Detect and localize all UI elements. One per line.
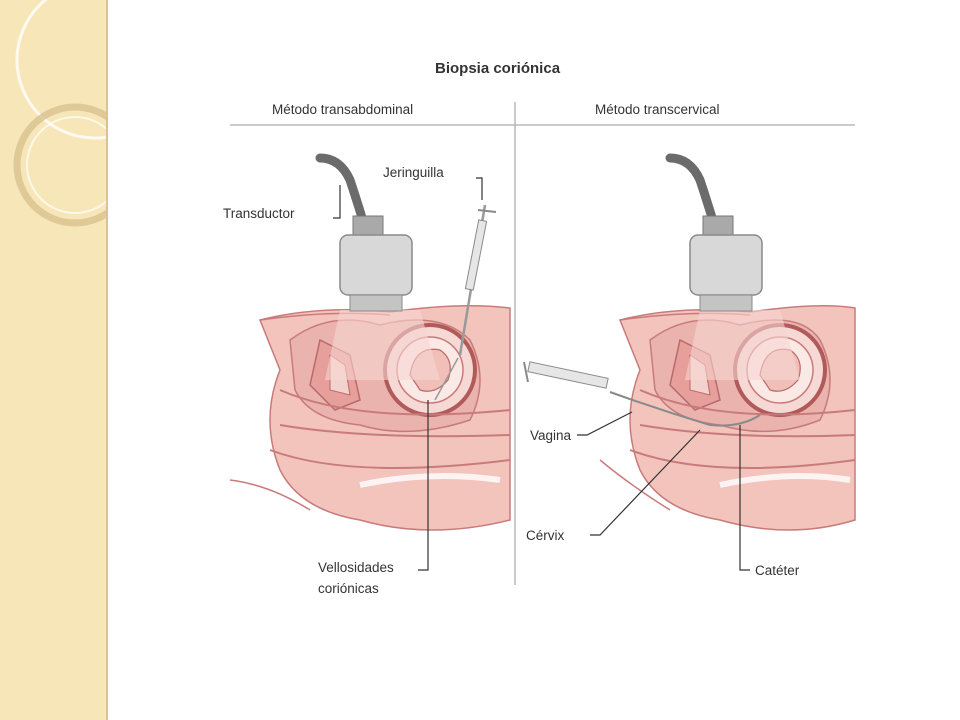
left-heading: Método transabdominal: [272, 102, 414, 117]
biopsy-diagram: Biopsia coriónica Método transabdominal …: [210, 40, 860, 610]
left-panel-anatomy: [229, 305, 511, 531]
decorative-circles: [13, 0, 106, 227]
right-panel-anatomy: [599, 305, 856, 531]
left-syringe: [434, 204, 497, 401]
label-cateter: Catéter: [755, 563, 800, 578]
label-cervix: Cérvix: [526, 528, 565, 543]
label-transductor: Transductor: [223, 206, 295, 221]
slide-sidebar: [0, 0, 108, 720]
label-jeringuilla: Jeringuilla: [383, 165, 444, 180]
right-catheter-syringe: [523, 361, 761, 427]
left-transducer: [315, 153, 413, 312]
label-vagina: Vagina: [530, 428, 572, 443]
right-heading: Método transcervical: [595, 102, 720, 117]
diagram-title: Biopsia coriónica: [435, 60, 561, 77]
label-vellosidades-line1: Vellosidades: [318, 560, 394, 575]
leader-lines: [333, 177, 750, 571]
label-vellosidades-line2: coriónicas: [318, 581, 379, 596]
diagram-illustration: [229, 102, 856, 585]
right-transducer: [665, 153, 763, 312]
